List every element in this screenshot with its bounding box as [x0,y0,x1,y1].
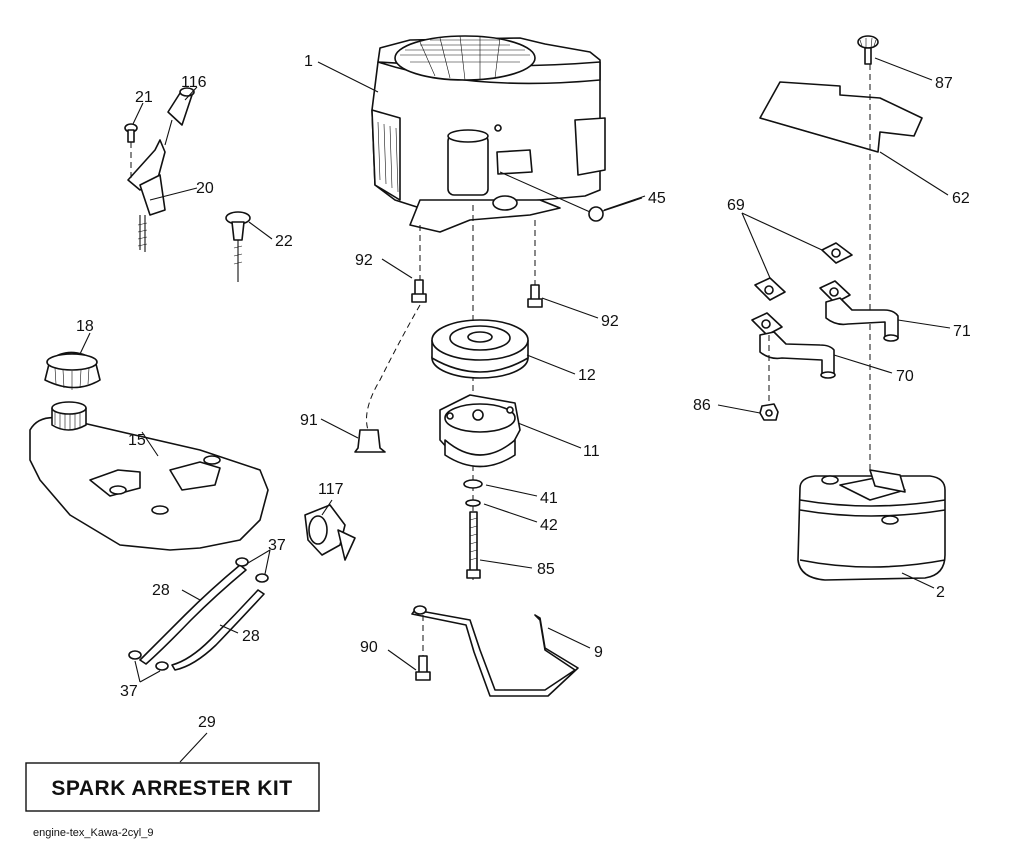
label-belt-guide-bolt: 90 [360,639,378,656]
spark-arrester-kit-box: SPARK ARRESTER KIT [25,762,320,812]
fuel-line-upper [139,564,247,665]
label-washer: 41 [540,490,558,507]
lock-washer [465,499,481,507]
bracket-bolt [124,123,138,180]
muffler [797,469,946,581]
throttle-bracket [127,119,173,252]
label-engine-bolt-left: 92 [355,252,373,269]
label-muffler: 2 [936,584,945,601]
washer [463,479,483,489]
label-pto-clutch: 11 [583,443,600,460]
pulley [431,319,529,379]
belt-guide-bolt [415,615,431,681]
label-fuel-valve: 117 [318,481,344,498]
spark-arrester-kit-label: SPARK ARRESTER KIT [51,777,292,800]
label-exhaust-pipe-left: 70 [896,368,914,385]
label-exhaust-pipe-right: 71 [953,323,971,340]
belt-guide [411,605,579,697]
label-hose-clamp-upper: 37 [268,537,286,554]
label-spark-arrester-kit: 29 [198,714,216,731]
fuel-cap [44,351,101,390]
engine [371,35,606,233]
muffler-heat-shield [759,81,923,153]
hose-clamp-lower [128,650,169,671]
label-fuel-cap: 18 [76,318,94,335]
throttle-knob [167,87,195,126]
label-clutch-bolt: 85 [537,561,555,578]
heat-shield-screw [857,35,879,65]
label-throttle-knob: 116 [181,74,207,91]
exhaust-pipe-right [825,297,899,342]
pto-clutch [439,394,521,468]
label-belt-guide: 9 [594,644,603,661]
bushing [354,304,421,453]
label-engine-bolt-right: 92 [601,313,619,330]
label-throttle-bracket: 20 [196,180,214,197]
label-pulley: 12 [578,367,596,384]
clutch-harness [499,171,643,222]
label-choke-knob: 22 [275,233,293,250]
choke-knob [225,211,251,282]
label-bracket-bolt: 21 [135,89,153,106]
label-hose-clamp-lower: 37 [120,683,138,700]
label-bushing: 91 [300,412,318,429]
label-heat-shield-screw: 87 [935,75,953,92]
label-fuel-line-lower: 28 [242,628,260,645]
label-muffler-heat-shield: 62 [952,190,970,207]
label-nut: 86 [693,397,711,414]
engine-bolt-right [527,220,543,308]
label-engine: 1 [304,53,313,70]
label-lock-washer: 42 [540,517,558,534]
label-clutch-harness: 45 [648,190,666,207]
fuel-valve [304,504,356,561]
label-fuel-tank: 15 [128,432,146,449]
clutch-bolt [466,511,481,579]
part-number-labels: 1 2 9 11 12 15 18 20 21 22 28 28 37 37 4… [76,53,971,731]
hose-clamp-upper [235,557,269,583]
fuel-line-lower [171,589,265,671]
label-exhaust-gasket: 69 [727,197,745,214]
exhaust-gasket [751,242,853,336]
label-fuel-line-upper: 28 [152,582,170,599]
fuel-tank [29,401,269,551]
diagram-footer-code: engine-tex_Kawa-2cyl_9 [33,827,153,839]
leader-lines [79,57,951,763]
exhaust-pipe-left [759,331,836,379]
engine-bolt-left [411,225,427,303]
